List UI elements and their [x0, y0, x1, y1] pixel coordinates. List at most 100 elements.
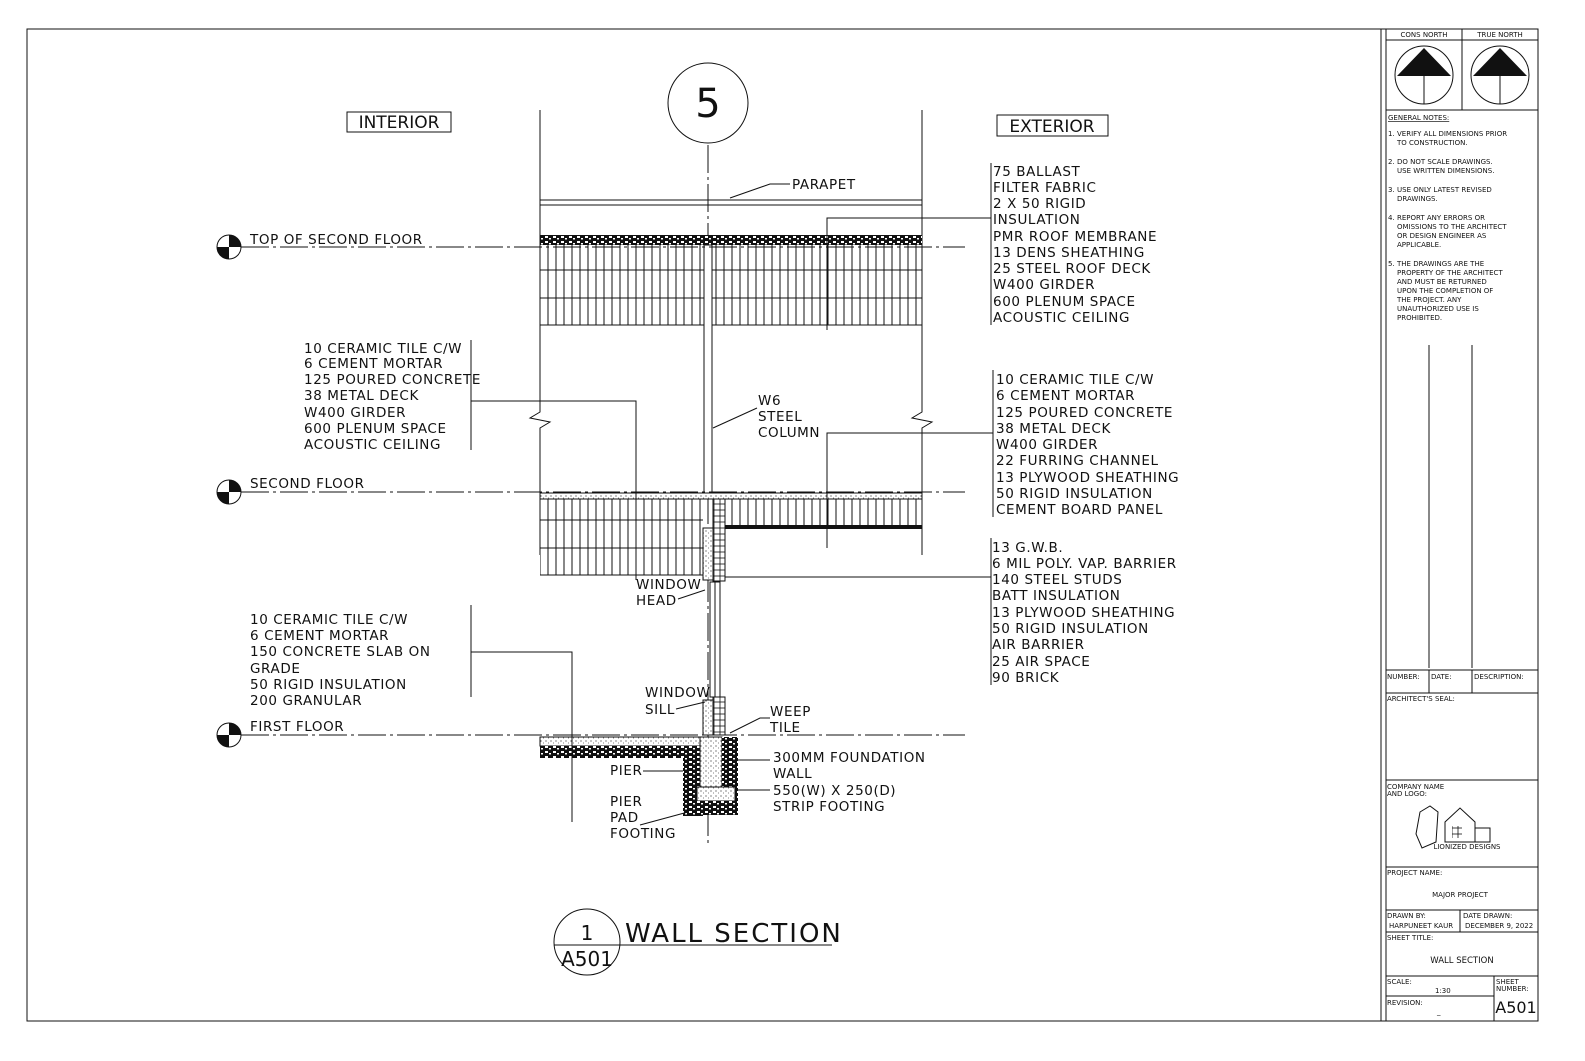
level-label: FIRST FLOOR — [250, 719, 344, 735]
svg-text:SCALE:: SCALE: — [1387, 978, 1412, 986]
leader-lines — [470, 163, 994, 826]
note-number: 5. — [1388, 260, 1395, 268]
svg-text:10 CERAMIC TILE C/W: 10 CERAMIC TILE C/W — [304, 341, 462, 357]
note-text: UNAUTHORIZED USE IS — [1397, 305, 1479, 313]
sheet-title: WALL SECTION — [1430, 956, 1493, 966]
svg-text:10 CERAMIC TILE C/W: 10 CERAMIC TILE C/W — [250, 612, 408, 628]
svg-text:25 AIR SPACE: 25 AIR SPACE — [992, 654, 1090, 670]
svg-text:REVISION:: REVISION: — [1387, 999, 1423, 1007]
note-text: PROHIBITED. — [1397, 314, 1442, 322]
foundation-label: 300MM FOUNDATION WALL 550(W) X 250(D) ST… — [773, 750, 926, 815]
floor2-interior-notes: 10 CERAMIC TILE C/W 6 CEMENT MORTAR 125 … — [304, 341, 480, 453]
svg-text:22 FURRING CHANNEL: 22 FURRING CHANNEL — [996, 453, 1159, 469]
svg-text:550(W) X 250(D): 550(W) X 250(D) — [773, 783, 896, 799]
roof-notes: 75 BALLAST FILTER FABRIC 2 X 50 RIGID IN… — [993, 164, 1157, 326]
company-logo — [1415, 805, 1491, 849]
callout-sheet: A501 — [561, 947, 613, 971]
title-block: CONS NORTH TRUE NORTH GENERAL NOTES: 1.V… — [1380, 29, 1538, 1021]
svg-text:CEMENT BOARD PANEL: CEMENT BOARD PANEL — [996, 502, 1163, 518]
interior-label-box — [346, 111, 452, 133]
svg-text:AIR BARRIER: AIR BARRIER — [992, 637, 1085, 653]
level-first-floor: FIRST FLOOR — [216, 719, 965, 748]
svg-text:W400 GIRDER: W400 GIRDER — [993, 277, 1095, 293]
sheet-number: A501 — [1495, 998, 1536, 1017]
window-sill-label: WINDOW SILL — [645, 685, 710, 718]
svg-text:10 CERAMIC TILE C/W: 10 CERAMIC TILE C/W — [996, 372, 1154, 388]
svg-text:300MM FOUNDATION: 300MM FOUNDATION — [773, 750, 926, 766]
svg-text:50 RIGID INSULATION: 50 RIGID INSULATION — [992, 621, 1149, 637]
svg-text:SHEET: SHEET — [1496, 978, 1520, 986]
note-text: TO CONSTRUCTION. — [1396, 139, 1468, 147]
svg-text:140 STEEL STUDS: 140 STEEL STUDS — [992, 572, 1122, 588]
note-number: 4. — [1388, 214, 1395, 222]
callout-number: 1 — [581, 921, 594, 945]
column-label: W6 STEEL COLUMN — [758, 393, 820, 441]
svg-text:INSULATION: INSULATION — [993, 212, 1081, 228]
svg-text:13 PLYWOOD SHEATHING: 13 PLYWOOD SHEATHING — [996, 470, 1179, 486]
svg-text:AND LOGO:: AND LOGO: — [1387, 790, 1427, 798]
grid-number: 5 — [695, 81, 720, 127]
note-text: DRAWINGS. — [1397, 195, 1438, 203]
svg-text:WINDOW: WINDOW — [645, 685, 710, 701]
svg-text:6 CEMENT MORTAR: 6 CEMENT MORTAR — [304, 356, 443, 372]
note-text: UPON THE COMPLETION OF — [1397, 287, 1493, 295]
svg-text:W400 GIRDER: W400 GIRDER — [996, 437, 1098, 453]
svg-text:COLUMN: COLUMN — [758, 425, 820, 441]
svg-text:2 X 50 RIGID: 2 X 50 RIGID — [993, 196, 1086, 212]
weep-tile-label: WEEP TILE — [769, 704, 810, 736]
svg-text:PAD: PAD — [610, 810, 639, 826]
svg-text:125 POURED CONCRETE: 125 POURED CONCRETE — [996, 405, 1173, 421]
svg-text:TILE: TILE — [769, 720, 801, 736]
svg-text:75 BALLAST: 75 BALLAST — [993, 164, 1081, 180]
level-second-floor: SECOND FLOOR — [216, 476, 965, 505]
note-text: USE ONLY LATEST REVISED — [1397, 186, 1492, 194]
svg-text:WINDOW: WINDOW — [636, 577, 701, 593]
level-top-of-second-floor: TOP OF SECOND FLOOR — [216, 232, 965, 260]
svg-text:NUMBER:: NUMBER: — [1496, 985, 1529, 993]
svg-text:PMR ROOF MEMBRANE: PMR ROOF MEMBRANE — [993, 229, 1157, 245]
note-text: REPORT ANY ERRORS OR — [1397, 214, 1485, 222]
pier-label: PIER — [610, 763, 642, 779]
note-text: THE DRAWINGS ARE THE — [1396, 260, 1484, 268]
general-notes-heading: GENERAL NOTES: — [1388, 114, 1449, 122]
interior-label: INTERIOR — [359, 113, 440, 133]
window-head-label: WINDOW HEAD — [636, 577, 701, 609]
svg-text:600 PLENUM SPACE: 600 PLENUM SPACE — [993, 294, 1136, 310]
svg-text:W400 GIRDER: W400 GIRDER — [304, 405, 406, 421]
note-text: THE PROJECT. ANY — [1396, 296, 1462, 304]
svg-text:W6: W6 — [758, 393, 781, 409]
title-text: WALL SECTION — [625, 919, 843, 949]
parapet-label: PARAPET — [792, 177, 856, 193]
svg-text:STEEL: STEEL — [758, 409, 802, 425]
svg-text:GRADE: GRADE — [250, 661, 300, 677]
note-text: DO NOT SCALE DRAWINGS. — [1397, 158, 1493, 166]
svg-text:DATE DRAWN:: DATE DRAWN: — [1463, 912, 1512, 920]
slab-notes: 10 CERAMIC TILE C/W 6 CEMENT MORTAR 150 … — [250, 612, 430, 709]
note-text: PROPERTY OF THE ARCHITECT — [1397, 269, 1503, 277]
exterior-label-box — [996, 114, 1109, 137]
svg-text:50 RIGID INSULATION: 50 RIGID INSULATION — [250, 677, 407, 693]
project-name: MAJOR PROJECT — [1432, 891, 1488, 899]
note-text: OR DESIGN ENGINEER AS — [1397, 232, 1487, 240]
exterior-label: EXTERIOR — [1009, 117, 1094, 137]
cons-north-label: CONS NORTH — [1401, 31, 1448, 39]
wall-notes: 13 G.W.B. 6 MIL POLY. VAP. BARRIER 140 S… — [992, 540, 1177, 686]
note-text: AND MUST BE RETURNED — [1397, 278, 1487, 286]
svg-text:ACOUSTIC CEILING: ACOUSTIC CEILING — [304, 437, 441, 453]
svg-text:6 MIL POLY. VAP. BARRIER: 6 MIL POLY. VAP. BARRIER — [992, 556, 1177, 572]
date-drawn: DECEMBER 9, 2022 — [1465, 922, 1533, 930]
svg-text:BATT INSULATION: BATT INSULATION — [992, 588, 1121, 604]
svg-text:DRAWN BY:: DRAWN BY: — [1387, 912, 1426, 920]
svg-text:13 PLYWOOD SHEATHING: 13 PLYWOOD SHEATHING — [992, 605, 1175, 621]
floor2-exterior-notes: 10 CERAMIC TILE C/W 6 CEMENT MORTAR 125 … — [996, 372, 1179, 518]
section-outline — [528, 110, 934, 816]
level-label: SECOND FLOOR — [250, 476, 365, 492]
svg-text:6 CEMENT MORTAR: 6 CEMENT MORTAR — [996, 388, 1135, 404]
svg-text:200 GRANULAR: 200 GRANULAR — [250, 693, 362, 709]
drawing-title: 1 A501 WALL SECTION — [553, 908, 843, 976]
drawn-by: HARPUNEET KAUR — [1389, 922, 1453, 930]
north-arrow-icon — [1394, 45, 1454, 105]
company-name: LIONIZED DESIGNS — [1433, 843, 1501, 851]
level-label: TOP OF SECOND FLOOR — [249, 232, 423, 248]
